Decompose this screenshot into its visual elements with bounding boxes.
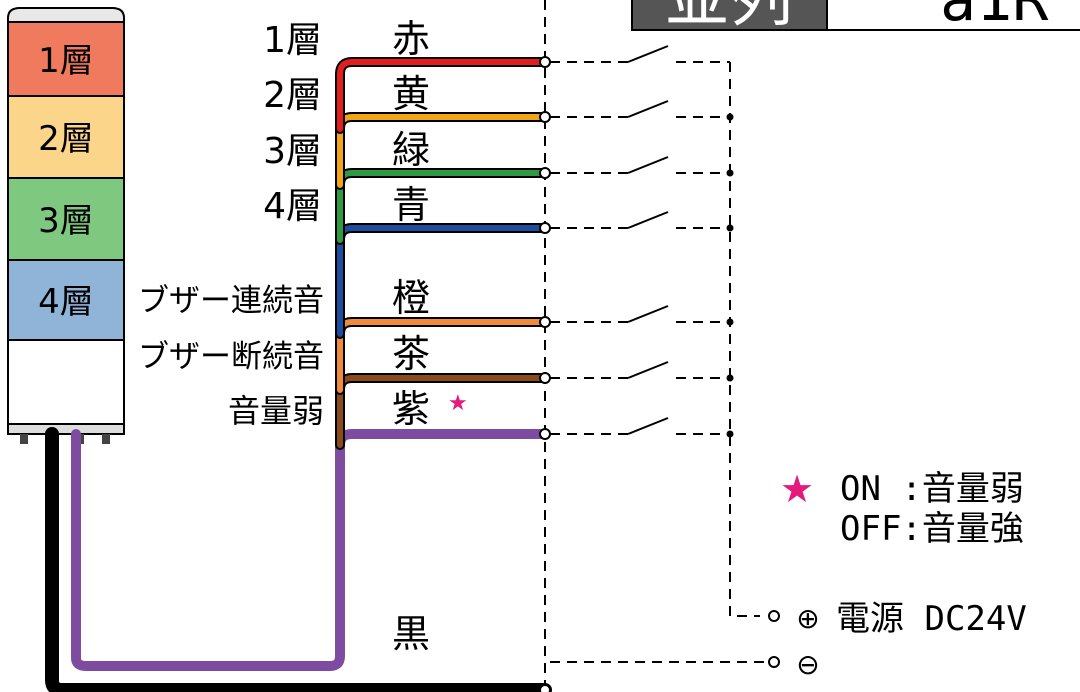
wire-name-red: 赤 [392,17,430,61]
wire-color-names: 赤 黄 緑 青 橙 茶 紫 黒 ★ [392,17,468,656]
tower-tier-3 [7,177,125,261]
switch-red [550,45,730,63]
power-supply: ⊕ 電源 DC24V ⊖ [796,599,1027,681]
label-layer-4: 4層 [263,186,322,227]
switch-purple [550,417,730,435]
signal-tower: 1層 2層 3層 4層 [7,7,125,444]
tower-base [7,423,125,435]
wire-name-yellow: 黄 [392,72,430,116]
note-line-2: OFF:音量強 [840,509,1024,549]
switch-network [550,45,764,663]
left-labels: 1層 2層 3層 4層 ブザー連続音 ブザー断続音 音量弱 [138,20,324,430]
switch-green [550,156,730,174]
junction-dots [726,113,734,438]
power-label: 電源 DC24V [836,599,1027,639]
label-layer-2: 2層 [263,75,322,116]
terminals [539,56,780,692]
switch-yellow [550,100,730,118]
switch-blue [550,211,730,229]
common-line [729,62,760,617]
header-title-box [826,0,1080,31]
label-volume-low: 音量弱 [228,392,324,430]
header-badge [631,0,828,31]
note-star-icon: ★ [780,467,814,511]
tower-tier-2 [7,95,125,179]
wire-name-black: 黒 [392,612,430,656]
tower-cap [7,7,125,23]
volume-note: ★ ON :音量弱 OFF:音量強 [780,467,1024,549]
header-title-text: a1R [940,0,1049,35]
tower-tier-3-label: 3層 [38,201,94,241]
wire-name-green: 緑 [392,128,430,172]
wire-purple [71,429,550,671]
tower-buzzer [7,339,125,425]
tower-tier-1 [7,21,125,97]
note-line-1: ON :音量弱 [840,469,1024,509]
wire-name-brown: 茶 [392,332,430,376]
tower-tier-2-label: 2層 [38,119,94,159]
label-buzzer-continuous: ブザー連続音 [138,283,324,319]
label-layer-3: 3層 [263,131,322,172]
minus-icon: ⊖ [796,648,819,681]
wire-name-blue: 青 [392,183,430,227]
switch-brown [550,361,730,379]
plus-icon: ⊕ [796,602,819,635]
wire-name-orange: 橙 [392,276,430,320]
tower-bolts [20,434,110,444]
wire-bundle [45,57,552,692]
wire-name-purple: 紫 [392,387,430,431]
tower-tier-4-label: 4層 [38,282,94,322]
star-icon: ★ [448,391,468,416]
wire-black [45,427,552,692]
label-layer-1: 1層 [263,20,322,61]
header: 並列 a1R [631,0,1080,36]
switch-orange [550,305,730,323]
header-badge-text: 並列 [665,0,793,36]
label-buzzer-intermittent: ブザー断続音 [138,339,324,375]
tower-tier-1-label: 1層 [38,41,94,81]
tower-tier-4 [7,259,125,341]
